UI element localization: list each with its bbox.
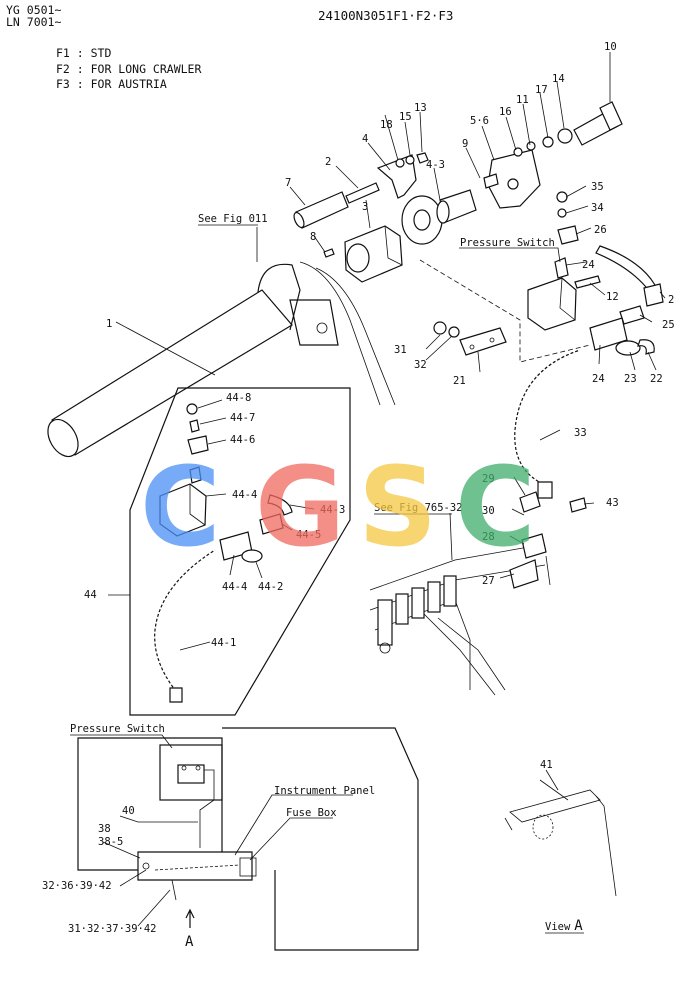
- callout-25: 25: [662, 319, 675, 331]
- callout-33: 33: [574, 427, 587, 439]
- callout-44-2: 44-2: [258, 581, 283, 593]
- pressure-switch-label-2: Pressure Switch: [70, 723, 165, 735]
- callout-3: 3: [362, 201, 368, 213]
- bracket-4: [376, 154, 417, 199]
- pressure-switch-top: [527, 191, 601, 331]
- bracket-5-6: [483, 149, 541, 209]
- see-fig-011: See Fig 011: [198, 213, 268, 225]
- legend-f2: F2 : FOR LONG CRAWLER: [56, 62, 201, 76]
- watermark-letter: C: [455, 443, 536, 571]
- callout-2b: 2: [668, 294, 674, 306]
- dashed-link: [419, 259, 591, 363]
- leader-lines: [102, 52, 666, 927]
- callout-44: 44: [84, 589, 97, 601]
- callout-32: 32: [414, 359, 427, 371]
- callout-32-group: 32·36·39·42: [42, 880, 112, 892]
- callout-24a: 24: [582, 259, 595, 271]
- callout-1: 1: [106, 318, 112, 330]
- callout-38: 38: [98, 823, 111, 835]
- callout-44-4b: 44-4: [222, 581, 247, 593]
- callout-13: 13: [414, 102, 427, 114]
- instrument-panel-label: Instrument Panel: [274, 785, 375, 797]
- callout-44-8: 44-8: [226, 392, 251, 404]
- callout-31: 31: [394, 344, 407, 356]
- pin-2: [345, 182, 380, 204]
- callout-9: 9: [462, 138, 468, 150]
- callout-34: 34: [591, 202, 604, 214]
- pin-8: [323, 248, 335, 258]
- detail-box-44: [108, 387, 351, 716]
- callout-44-4a: 44-4: [232, 489, 257, 501]
- arrow-a-letter: A: [185, 934, 194, 950]
- callout-14: 14: [552, 73, 565, 85]
- callout-41: 41: [540, 759, 553, 771]
- callout-24b: 24: [592, 373, 605, 385]
- lever-tube: [47, 261, 396, 458]
- callout-44-5: 44-5: [296, 529, 321, 541]
- see-fig-765: See Fig 765-32: [374, 502, 463, 514]
- callout-16: 16: [499, 106, 512, 118]
- callout-27: 27: [482, 575, 495, 587]
- callout-21: 21: [453, 375, 466, 387]
- callout-38-5: 38-5: [98, 836, 123, 848]
- callout-12: 12: [606, 291, 619, 303]
- serial-ln: LN 7001~: [6, 15, 61, 29]
- callout-29: 29: [482, 473, 495, 485]
- roller-4-3: [401, 195, 443, 245]
- cab-panel: [77, 727, 419, 951]
- callout-44-7: 44-7: [230, 412, 255, 424]
- view-a-detail: [504, 779, 617, 897]
- callout-17: 17: [535, 84, 548, 96]
- control-valve: [369, 491, 587, 696]
- hose-33: [513, 349, 581, 499]
- housing-3: [344, 225, 403, 283]
- callout-44-1: 44-1: [211, 637, 236, 649]
- bushing: [436, 189, 477, 224]
- callout-7: 7: [285, 177, 291, 189]
- bolt-10: [513, 101, 623, 157]
- watermark-letter: C: [140, 443, 221, 571]
- callout-43: 43: [606, 497, 619, 509]
- callout-18: 18: [380, 119, 393, 131]
- callout-44-3: 44-3: [320, 504, 345, 516]
- callout-10: 10: [604, 41, 617, 53]
- watermark-letter: S: [358, 443, 437, 571]
- bracket-21: [433, 321, 507, 356]
- watermark-letter: G: [255, 443, 345, 571]
- callout-40: 40: [122, 805, 135, 817]
- legend-f1: F1 : STD: [56, 46, 111, 60]
- callout-8: 8: [310, 231, 316, 243]
- callout-22: 22: [650, 373, 663, 385]
- tee-fitting-23: [589, 317, 655, 356]
- pressure-switch-label: Pressure Switch: [460, 237, 555, 249]
- notes: See Fig 011 See Fig 765-32 Pressure Swit…: [70, 213, 584, 950]
- callout-labels: 1 2 2 3 4 4-3 5·6 7 8 9 10 11 12 13 14 1…: [42, 41, 675, 935]
- hose-fitting-2: [595, 245, 664, 325]
- callout-15: 15: [399, 111, 412, 123]
- callout-26: 26: [594, 224, 607, 236]
- drawing-number: 24100N3051F1·F2·F3: [318, 8, 453, 23]
- callout-44-6: 44-6: [230, 434, 255, 446]
- callout-4-3: 4-3: [426, 159, 445, 171]
- fuse-box-label: Fuse Box: [286, 807, 337, 819]
- callout-28: 28: [482, 531, 495, 543]
- callout-23: 23: [624, 373, 637, 385]
- callout-4: 4: [362, 133, 368, 145]
- callout-2: 2: [325, 156, 331, 168]
- callout-5-6: 5·6: [470, 115, 489, 127]
- callout-31-group: 31·32·37·39·42: [68, 923, 157, 935]
- pin-7: [293, 191, 349, 229]
- callout-35: 35: [591, 181, 604, 193]
- callout-11: 11: [516, 94, 529, 106]
- nuts-13-15-18: [395, 152, 429, 168]
- callout-30: 30: [482, 505, 495, 517]
- legend-f3: F3 : FOR AUSTRIA: [56, 77, 167, 91]
- serial-yg: YG 0501~: [6, 3, 61, 17]
